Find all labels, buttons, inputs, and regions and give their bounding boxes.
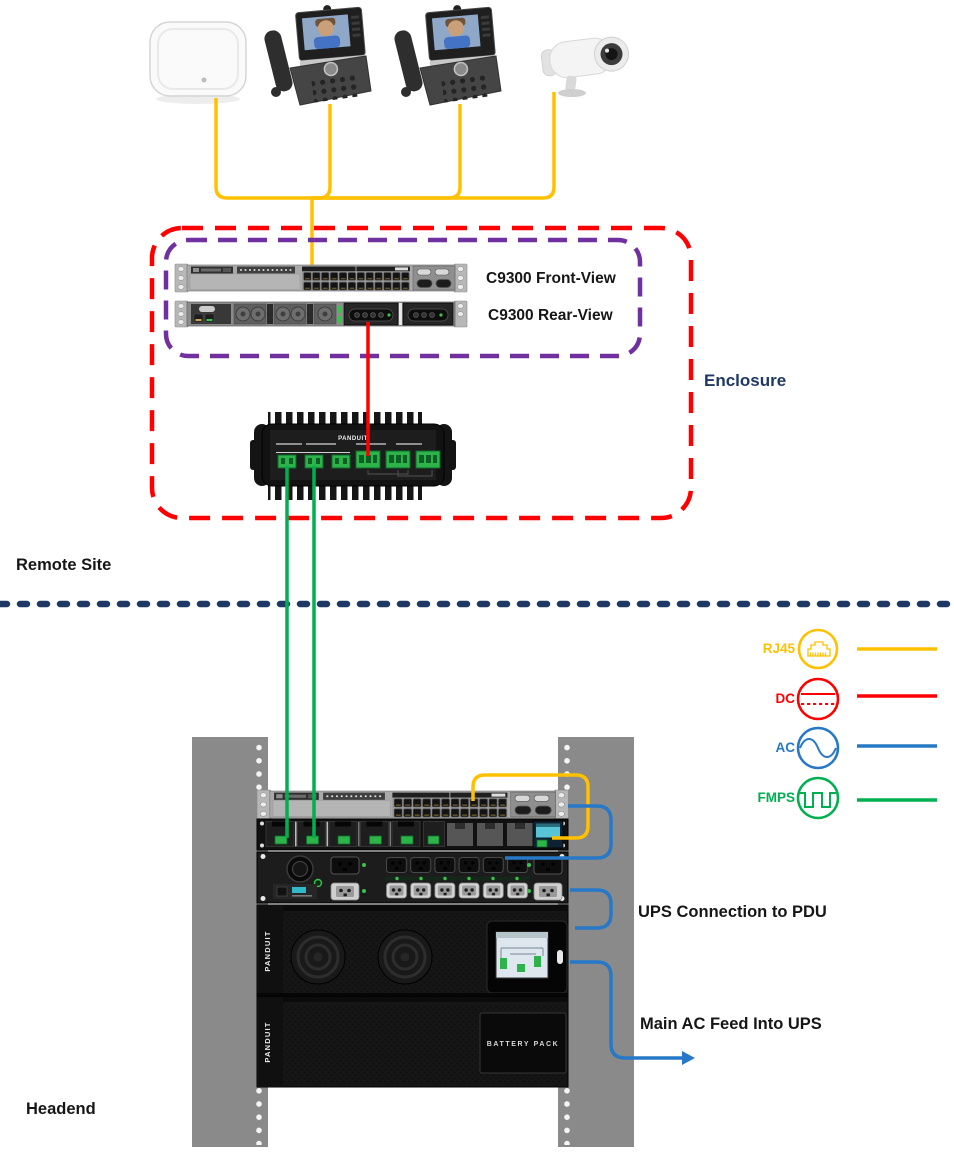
legend-fmps-label: FMPS (757, 790, 795, 805)
fmps-rack-panel (256, 818, 569, 851)
legend-ac-label: AC (775, 740, 796, 755)
legend-rj45-label: RJ45 (762, 641, 795, 656)
wireless-access-point (149, 21, 247, 104)
rack-c9300-switch (256, 789, 569, 820)
rj45-connector-icon (797, 628, 839, 670)
c9300-front-view-label: C9300 Front-View (486, 270, 616, 287)
enclosure-label: Enclosure (704, 371, 787, 390)
ac-cable-ups-to-pdu (570, 888, 613, 930)
fmps-output-terminals (277, 454, 351, 469)
remote-site-label: Remote Site (16, 556, 112, 574)
battery-pack-label: BATTERY PACK (487, 1041, 560, 1048)
fmps-square-wave-icon (796, 776, 840, 820)
main-ac-arrowhead (682, 1051, 695, 1065)
main-ac-feed-label: Main AC Feed Into UPS (640, 1015, 822, 1033)
fmps-controller-module (532, 820, 564, 849)
rack-rail-left (192, 737, 268, 1147)
rj45-cables-top (214, 92, 556, 271)
endpoint-devices (149, 1, 632, 106)
security-camera (539, 33, 632, 98)
c9300-front-view (174, 263, 468, 293)
ups-power-button (557, 950, 563, 964)
fmps-power-supply: PANDUIT (250, 412, 456, 500)
c9300-rear-view (174, 300, 468, 328)
ups-battery-pack: PANDUIT BATTERY PACK (256, 996, 569, 1088)
legend-dc-label: DC (775, 691, 796, 706)
pdu-outlet-row-top (385, 856, 531, 875)
fmps-brand-text: PANDUIT (338, 436, 368, 442)
enclosure-dashed-box (149, 225, 694, 521)
c9300-rear-view-label: C9300 Rear-View (488, 307, 613, 324)
fmps-input-terminals (355, 450, 441, 477)
rack-rail-right (558, 737, 634, 1147)
ac-cable-main-feed (570, 960, 682, 1060)
battery-brand-text: PANDUIT (263, 1021, 272, 1062)
rack-pdu (256, 851, 569, 904)
headend-label: Headend (26, 1100, 96, 1118)
ac-cable-switch-to-pdu (505, 804, 613, 860)
ac-sine-icon (796, 726, 840, 770)
ip-video-phone-2 (391, 1, 502, 106)
pdu-outlet-row-bottom (385, 882, 531, 900)
rj45-connector-glyph (807, 641, 831, 657)
switch-group-dashed-box (163, 237, 643, 359)
equipment-rack: PANDUIT (192, 737, 634, 1147)
rj45-cable-rack-loop (471, 773, 590, 840)
ups-display (486, 920, 568, 994)
dc-current-icon (796, 677, 840, 721)
pdu-mgmt-port (276, 886, 288, 897)
fmps-cables (285, 466, 316, 838)
legend (796, 628, 937, 820)
ups-brand-text: PANDUIT (263, 930, 272, 971)
ip-video-phone-1 (261, 1, 372, 106)
panduit-ups: PANDUIT (256, 904, 569, 998)
ups-connection-to-pdu-label: UPS Connection to PDU (638, 903, 827, 921)
ac-cables (505, 804, 682, 1060)
